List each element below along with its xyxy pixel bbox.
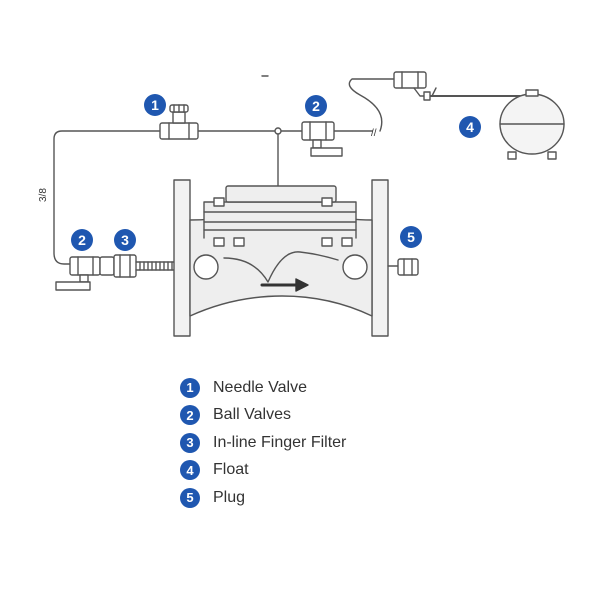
svg-text:3: 3 [121,232,129,248]
tube-size-label: 3/8 [38,188,49,202]
svg-text:2: 2 [312,98,320,114]
pipe-break-mark: // [371,128,377,139]
legend-number-badge: 2 [180,405,200,426]
main-valve-body [173,179,389,337]
legend-label: Float [213,461,249,479]
float-assembly [393,71,565,160]
ball-valve-left [55,256,101,291]
callout-badge-needle-valve: 1 [144,94,166,116]
callout-badge-plug: 5 [400,226,422,248]
svg-text:1: 1 [151,97,159,113]
ball-valve-top [301,121,343,157]
legend-number-badge: 4 [180,460,200,481]
legend-item-filter: 3 In-line Finger Filter [180,429,440,457]
tube-junction [274,127,282,135]
legend-item-ball-valves: 2 Ball Valves [180,402,440,430]
svg-text:4: 4 [466,119,474,135]
legend-label: Ball Valves [213,406,291,424]
legend-number-badge: 5 [180,487,200,508]
legend-label: Plug [213,488,246,506]
legend-label: Needle Valve [213,378,307,396]
control-tube-to-float [333,78,395,132]
control-tube-left [53,130,161,265]
legend-label: In-line Finger Filter [213,433,347,451]
callout-badge-ball-valve-left: 2 [71,229,93,251]
legend-item-float: 4 Float [180,457,440,485]
legend: 1 Needle Valve 2 Ball Valves 3 In-line F… [180,374,440,512]
callout-badge-ball-valve-top: 2 [305,95,327,117]
legend-number-badge: 1 [180,377,200,398]
legend-item-needle-valve: 1 Needle Valve [180,374,440,402]
svg-text:5: 5 [407,229,415,245]
needle-valve [159,104,199,140]
svg-text:2: 2 [78,232,86,248]
legend-number-badge: 3 [180,432,200,453]
callout-badge-filter: 3 [114,229,136,251]
plug [387,258,419,276]
inline-filter [99,254,177,278]
callout-badge-float: 4 [459,116,481,138]
legend-item-plug: 5 Plug [180,484,440,512]
